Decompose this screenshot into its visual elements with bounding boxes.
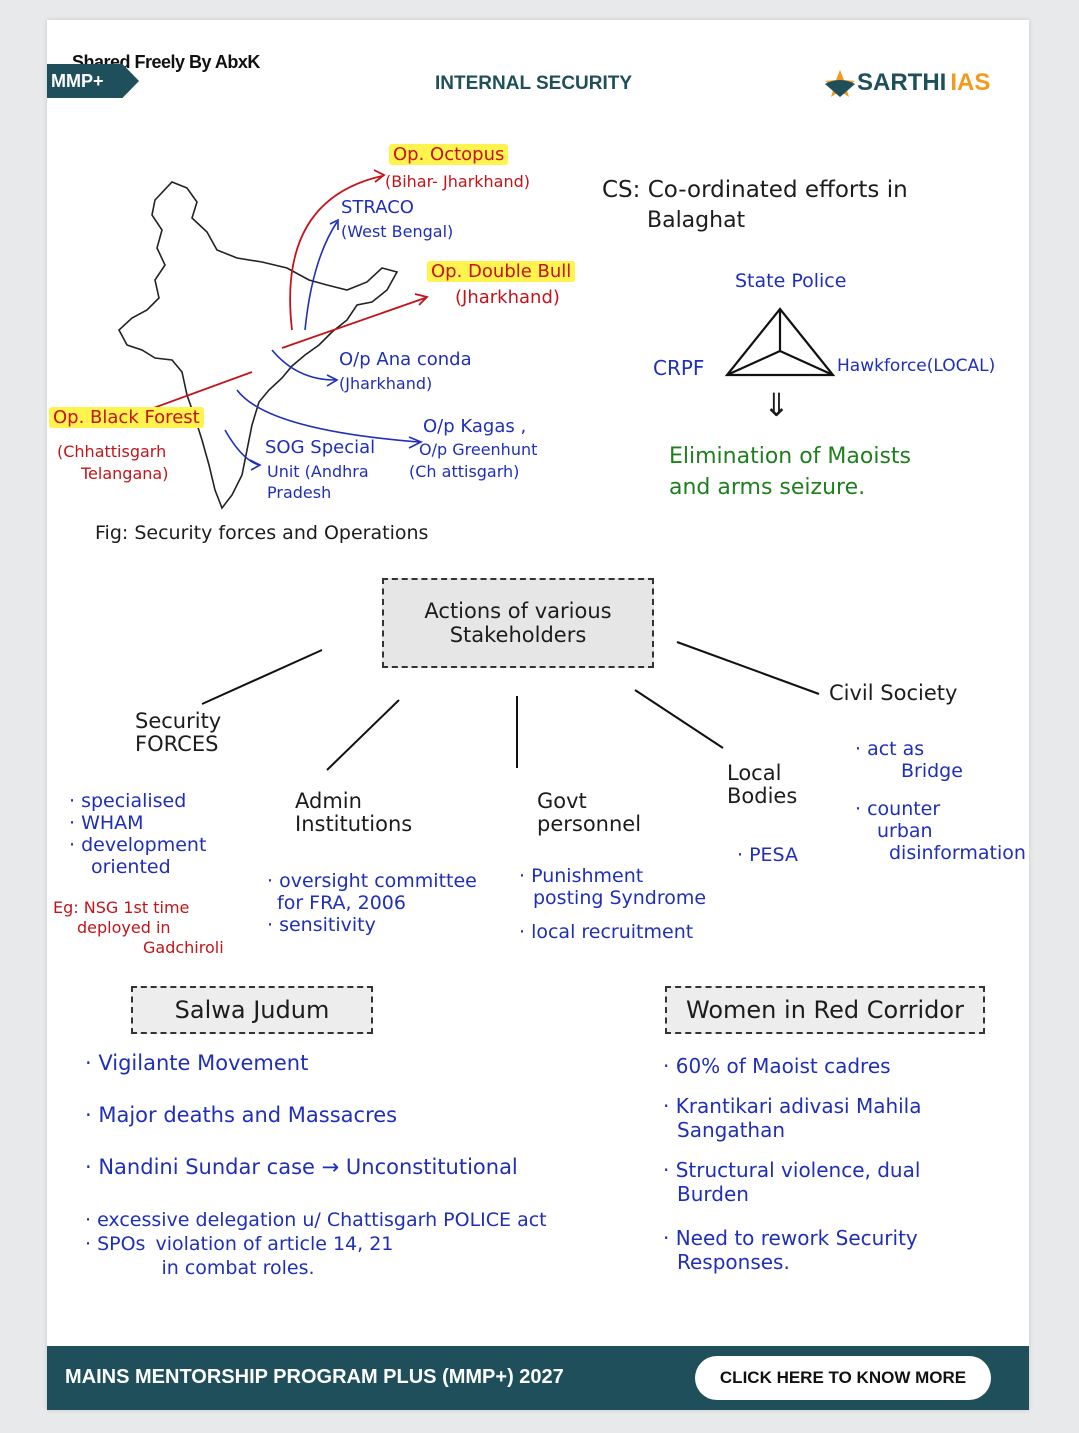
- triangle-right-label: Hawkforce(LOCAL): [837, 356, 996, 376]
- op-kagas-region: (Ch attisgarh): [409, 462, 520, 481]
- women-red-corridor-box: Women in Red Corridor: [665, 986, 985, 1034]
- civil-society-points: · act as Bridge · counter urban disinfor…: [855, 738, 1026, 864]
- civil-society-head: Civil Society: [829, 681, 958, 705]
- triangle-left-label: CRPF: [653, 356, 705, 380]
- local-bodies-head: Local Bodies: [727, 761, 798, 808]
- security-forces-head: Security FORCES: [135, 709, 222, 756]
- triangle-top-label: State Police: [735, 270, 847, 292]
- straco-label: STRACO: [341, 197, 414, 218]
- op-black-forest-region-1: (Chhattisgarh: [57, 442, 167, 461]
- arrow-straco: [304, 221, 338, 331]
- op-black-forest-label: Op. Black Forest: [49, 407, 204, 428]
- salwa-judum-box: Salwa Judum: [131, 986, 373, 1034]
- op-black-forest-region-2: Telangana): [81, 464, 169, 483]
- op-anaconda-region: (Jharkhand): [339, 374, 433, 393]
- arrow-kagas: [236, 389, 420, 443]
- notes-page: Shared Freely By AbxK MMP+ INTERNAL SECU…: [47, 20, 1029, 1410]
- program-badge: MMP+: [47, 64, 139, 98]
- govt-personnel-points: · Punishment posting Syndrome · local re…: [519, 865, 707, 943]
- salwa-judum-points: · Vigilante Movement · Major deaths and …: [85, 1051, 547, 1279]
- outcome-line1: Elimination of Maoists: [669, 444, 912, 469]
- women-red-corridor-points: · 60% of Maoist cadres · Krantikari adiv…: [663, 1054, 922, 1274]
- stakeholders-box: Actions of various Stakeholders: [382, 578, 654, 668]
- arrow-double-bull: [281, 297, 426, 349]
- coordination-triangle: [724, 307, 836, 377]
- star-logo-icon: [825, 70, 855, 97]
- op-kagas-label: O/p Kagas ,: [423, 416, 527, 437]
- local-bodies-points: · PESA: [737, 844, 798, 866]
- brand-accent: IAS: [950, 69, 991, 96]
- security-forces-points: · specialised · WHAM · development orien…: [69, 790, 207, 878]
- down-arrow-icon: ⇓: [763, 387, 790, 423]
- footer-banner: MAINS MENTORSHIP PROGRAM PLUS (MMP+) 202…: [47, 1346, 1029, 1410]
- sog-region-line1: Unit (Andhra: [267, 462, 369, 481]
- case-study-title: CS: Co-ordinated efforts in: [602, 177, 908, 203]
- brand-logo: SARTHI IAS: [823, 68, 990, 98]
- admin-institutions-points: · oversight committee for FRA, 2006 · se…: [267, 870, 477, 936]
- op-octopus-label: Op. Octopus: [389, 144, 509, 165]
- straco-region: (West Bengal): [341, 222, 454, 241]
- op-anaconda-label: O/p Ana conda: [339, 349, 472, 370]
- arrow-octopus: [289, 175, 383, 331]
- case-study-place: Balaghat: [647, 208, 746, 233]
- stakeholders-title-line2: Stakeholders: [449, 623, 587, 647]
- op-octopus-region: (Bihar- Jharkhand): [385, 172, 531, 191]
- govt-personnel-head: Govt personnel: [537, 789, 642, 836]
- security-forces-example: Eg: NSG 1st time deployed in Gadchiroli: [53, 898, 224, 957]
- stakeholder-connectors: [201, 641, 820, 771]
- map-caption: Fig: Security forces and Operations: [95, 522, 429, 544]
- stakeholders-title-line1: Actions of various: [424, 599, 612, 623]
- op-double-bull-region: (Jharkhand): [455, 287, 560, 308]
- know-more-button[interactable]: CLICK HERE TO KNOW MORE: [695, 1356, 991, 1400]
- admin-institutions-head: Admin Institutions: [295, 789, 413, 836]
- op-double-bull-label: Op. Double Bull: [427, 261, 576, 282]
- india-outline: [118, 181, 399, 510]
- brand-name: SARTHI: [857, 69, 947, 96]
- sog-label: SOG Special: [265, 437, 376, 458]
- arrow-anaconda: [271, 349, 336, 381]
- sog-region-line2: Pradesh: [267, 483, 332, 502]
- footer-program-text: MAINS MENTORSHIP PROGRAM PLUS (MMP+) 202…: [65, 1366, 564, 1388]
- op-greenhunt-label: O/p Greenhunt: [419, 440, 538, 459]
- outcome-line2: and arms seizure.: [669, 475, 866, 500]
- page-title: INTERNAL SECURITY: [435, 73, 633, 94]
- arrow-sog: [224, 429, 260, 466]
- india-map-sketch: [106, 169, 429, 510]
